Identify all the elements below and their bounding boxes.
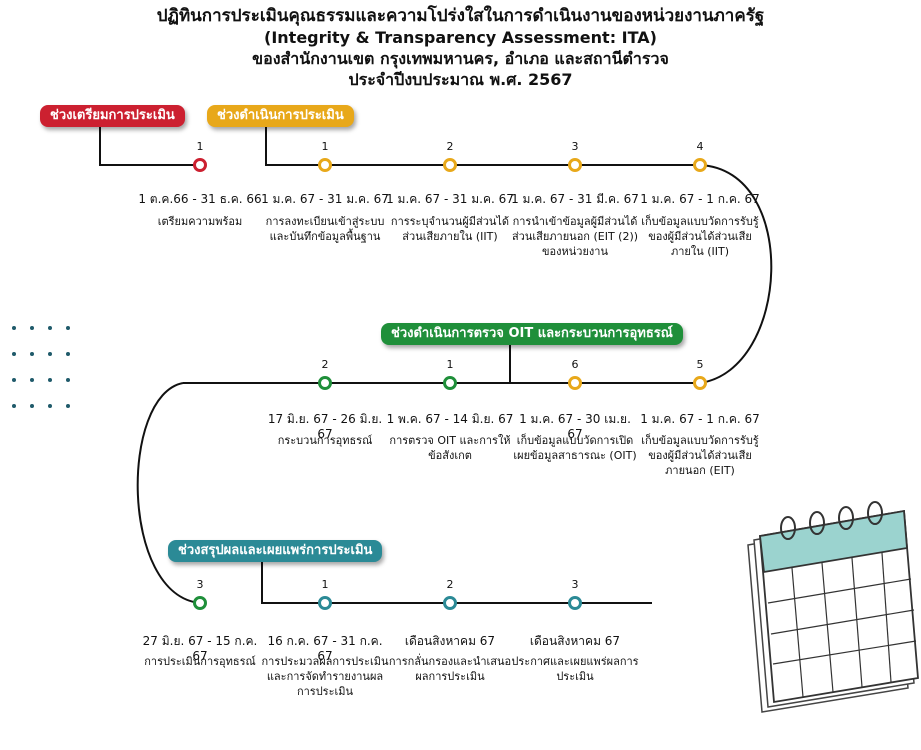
node-ops-2 (443, 158, 457, 172)
step-date: 1 พ.ค. 67 - 14 มิ.ย. 67 (386, 412, 514, 426)
step-desc: การประเมินการอุทธรณ์ (144, 655, 256, 668)
phase-ops-badge: ช่วงดำเนินการประเมิน (207, 105, 354, 127)
node-sum-2 (443, 596, 457, 610)
step-number: 6 (571, 358, 579, 371)
step-number: 3 (571, 578, 579, 591)
step-date: 1 ม.ค. 67 - 1 ก.ค. 67 (640, 412, 760, 426)
step-number: 1 (446, 358, 454, 371)
node-oit-1 (443, 376, 457, 390)
node-prep-1 (193, 158, 207, 172)
step-date: 16 ก.ค. 67 - 31 ก.ค. 67 (267, 634, 383, 663)
node-ops-5 (693, 376, 707, 390)
node-ops-3 (568, 158, 582, 172)
step-number: 1 (196, 140, 204, 153)
title-line-2: (Integrity & Transparency Assessment: IT… (264, 28, 657, 47)
title-block: ปฏิทินการประเมินคุณธรรมและความโปร่งใสในก… (0, 0, 921, 90)
step-date: 1 ม.ค. 67 - 31 มี.ค. 67 (511, 192, 639, 206)
step-desc: การตรวจ OIT และการให้ข้อสังเกต (389, 434, 511, 462)
step-date: เดือนสิงหาคม 67 (529, 634, 621, 648)
node-ops-4 (693, 158, 707, 172)
step-date: 27 มิ.ย. 67 - 15 ก.ค. 67 (142, 634, 258, 663)
phase-summary-badge: ช่วงสรุปผลและเผยแพร่การประเมิน (168, 540, 383, 562)
title-line-4: ประจำปีงบประมาณ พ.ศ. 2567 (348, 70, 573, 89)
step-desc: การนำเข้าข้อมูลผู้มีส่วนได้ส่วนเสียภายนอ… (511, 215, 639, 258)
curve-row1-row2 (699, 164, 773, 384)
title-line-1: ปฏิทินการประเมินคุณธรรมและความโปร่งใสในก… (156, 6, 765, 26)
step-date: 1 ม.ค. 67 - 31 ม.ค. 67 (261, 192, 389, 206)
step-number: 3 (196, 578, 204, 591)
spiral-calendar-icon (747, 501, 919, 713)
phase-oit-badge: ช่วงดำเนินการตรวจ OIT และกระบวนการอุทธรณ… (381, 323, 683, 345)
connector-ops (265, 125, 700, 166)
step-number: 1 (321, 578, 329, 591)
node-ops-1 (318, 158, 332, 172)
step-desc: เตรียมความพร้อม (157, 215, 243, 228)
step-number: 2 (446, 578, 454, 591)
step-number: 1 (321, 140, 329, 153)
step-number: 5 (696, 358, 704, 371)
step-desc: การระบุจำนวนผู้มีส่วนได้ส่วนเสียภายใน (I… (390, 215, 510, 243)
node-sum-3 (568, 596, 582, 610)
step-desc: เก็บข้อมูลแบบวัดการเปิดเผยข้อมูลสาธารณะ … (513, 434, 637, 462)
node-sum-1 (318, 596, 332, 610)
connector-summary (261, 562, 652, 604)
step-desc: ประกาศและเผยแพร่ผลการประเมิน (511, 655, 639, 683)
step-date: เดือนสิงหาคม 67 (404, 634, 496, 648)
curve-row2-row3 (136, 382, 201, 604)
step-date: 1 ต.ค.66 - 31 ธ.ค. 66 (138, 192, 262, 206)
connector-prep (99, 125, 200, 166)
step-number: 4 (696, 140, 704, 153)
step-number: 3 (571, 140, 579, 153)
step-desc: การกลั่นกรองและนำเสนอผลการประเมิน (388, 655, 512, 683)
step-date: 17 มิ.ย. 67 - 26 มิ.ย. 67 (267, 412, 383, 441)
step-desc: เก็บข้อมูลแบบวัดการรับรู้ของผู้มีส่วนได้… (641, 434, 759, 477)
step-date: 1 ม.ค. 67 - 30 เม.ย. 67 (519, 412, 631, 441)
step-desc: การประมวลผลการประเมิน และการจัดทำรายงานผ… (261, 655, 389, 698)
step-desc: กระบวนการอุทธรณ์ (277, 434, 373, 447)
step-desc: เก็บข้อมูลแบบวัดการรับรู้ของผู้มีส่วนได้… (641, 215, 759, 258)
phase-prep-badge: ช่วงเตรียมการประเมิน (40, 105, 185, 127)
node-oit-3 (193, 596, 207, 610)
step-desc: การลงทะเบียนเข้าสู่ระบบและบันทึกข้อมูลพื… (265, 215, 385, 243)
step-date: 1 ม.ค. 67 - 31 ม.ค. 67 (386, 192, 514, 206)
title-line-3: ของสำนักงานเขต กรุงเทพมหานคร, อำเภอ และส… (252, 49, 669, 68)
node-ops-6 (568, 376, 582, 390)
node-oit-2 (318, 376, 332, 390)
step-number: 2 (321, 358, 329, 371)
step-date: 1 ม.ค. 67 - 1 ก.ค. 67 (640, 192, 760, 206)
step-number: 2 (446, 140, 454, 153)
